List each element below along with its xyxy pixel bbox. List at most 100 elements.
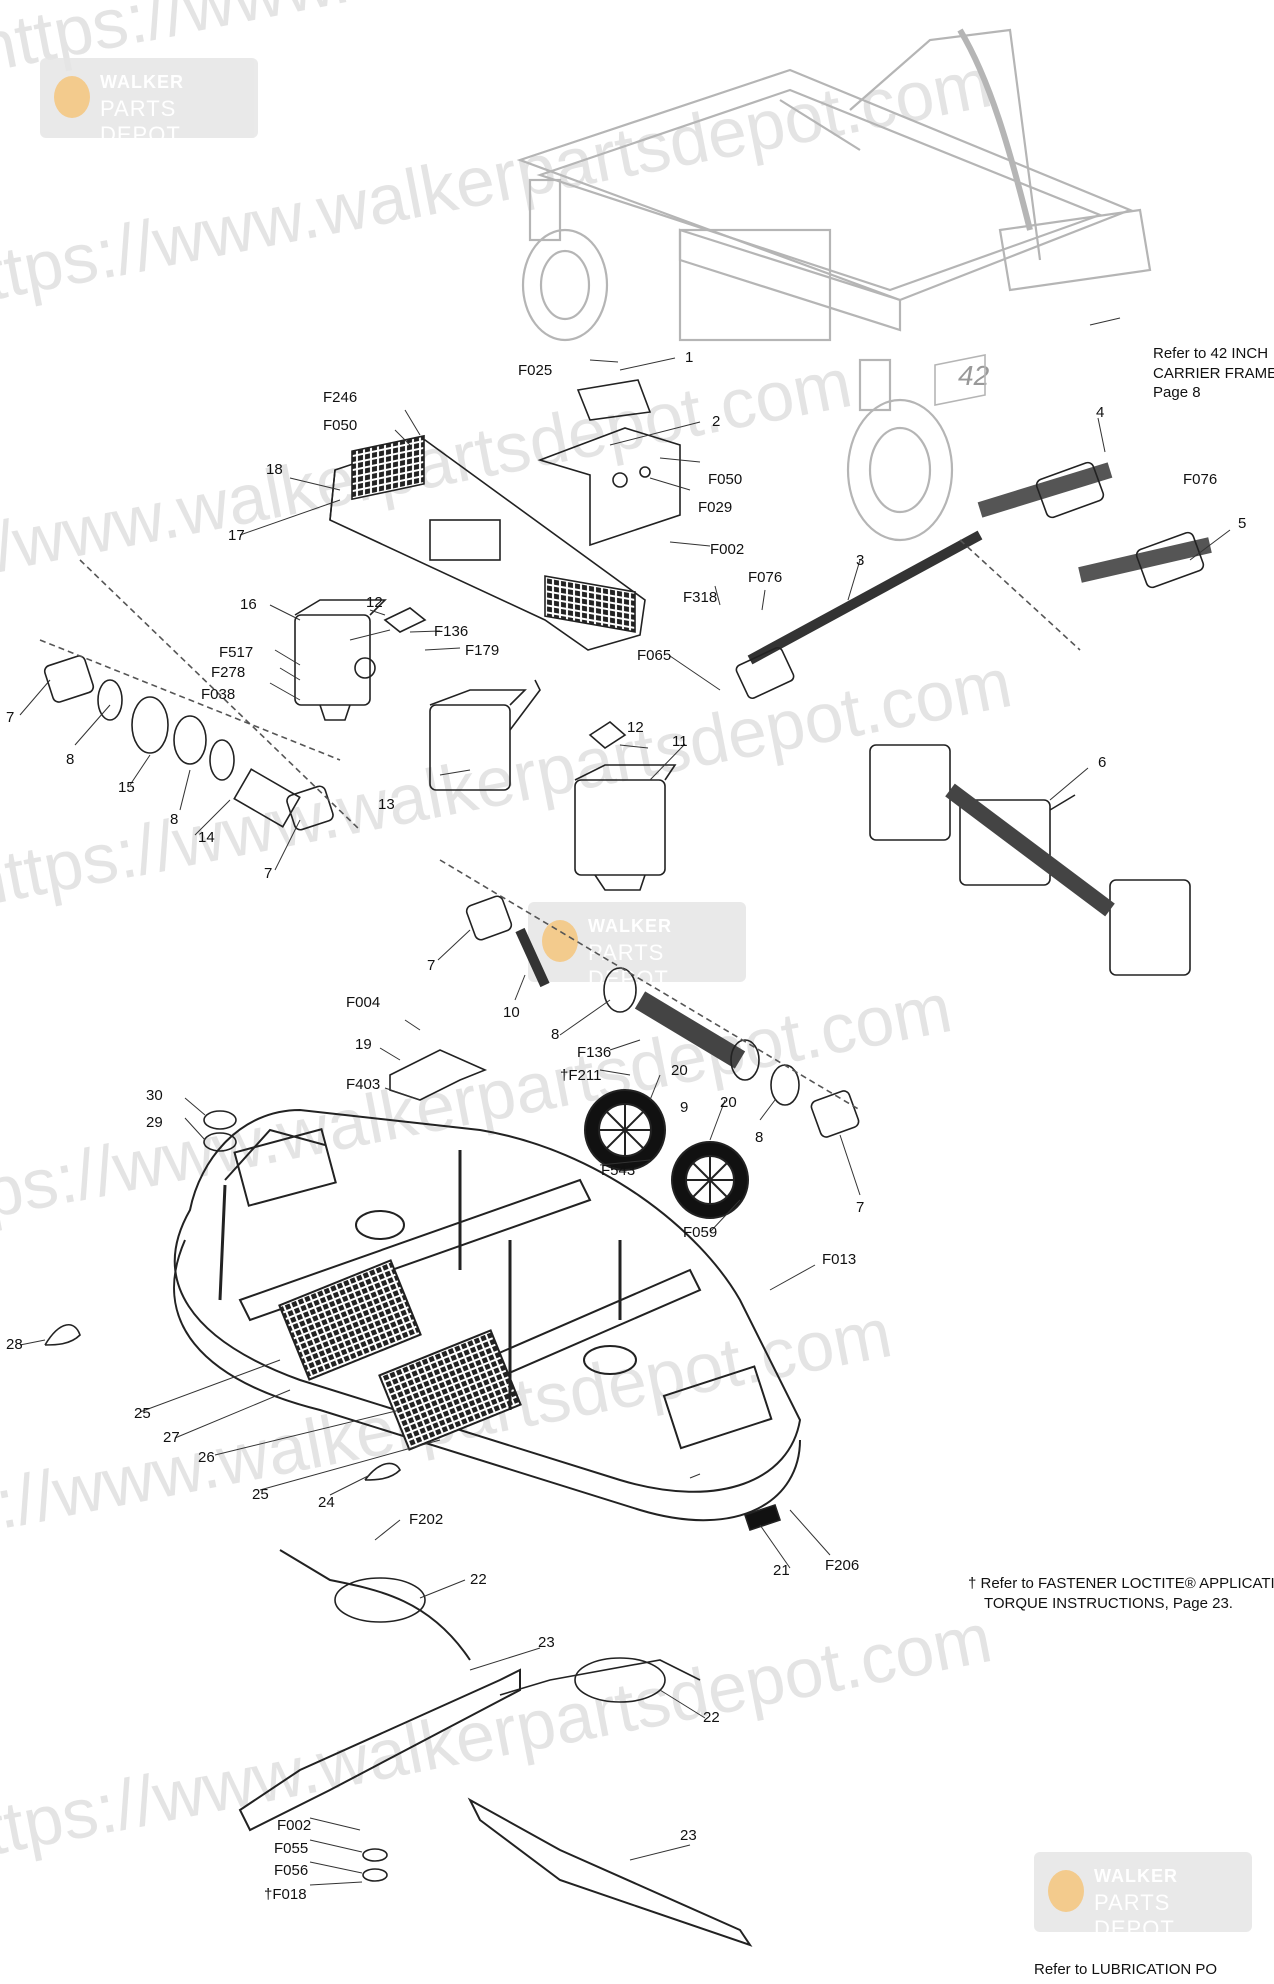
walker-logo-icon: [1048, 1870, 1084, 1912]
callout-F543: F543: [601, 1162, 636, 1179]
callout-27: 27: [163, 1429, 180, 1446]
callout-6: 6: [1098, 754, 1107, 771]
callout-24: 24: [318, 1494, 335, 1511]
callout-12: 12: [627, 719, 644, 736]
callout-25: 25: [252, 1486, 269, 1503]
part-16-gearbox: [294, 599, 387, 721]
callout-F059: F059: [683, 1224, 718, 1241]
callout-8: 8: [755, 1129, 764, 1146]
badge-line2: PARTS DEPOT: [1094, 1890, 1175, 1941]
callout-F002: F002: [710, 541, 745, 558]
callout-16: 16: [240, 596, 257, 613]
note-line: CARRIER FRAME A: [1153, 364, 1274, 382]
callout-22: 22: [703, 1709, 720, 1726]
callout-12: 12: [366, 594, 383, 611]
mower-deck: [173, 1108, 802, 1522]
callout-17: 17: [228, 527, 245, 544]
callout-F013: F013: [822, 1251, 857, 1268]
badge-line2: PARTS DEPOT: [588, 940, 669, 991]
callout-F278: F278: [211, 664, 246, 681]
walker-parts-depot-badge: WALKER PARTS DEPOT: [528, 902, 746, 991]
callout-30: 30: [146, 1087, 163, 1104]
callout-F018: †F018: [264, 1886, 307, 1903]
walker-parts-depot-badge: WALKER PARTS DEPOT: [40, 58, 258, 147]
refer-carrier-frame-note: Refer to 42 INCH CARRIER FRAME A Page 8: [1153, 344, 1274, 403]
lubrication-note: Refer to LUBRICATION PO: [1034, 1961, 1218, 1978]
part-17-gearbox-cover: [329, 434, 646, 651]
callout-20: 20: [671, 1062, 688, 1079]
callout-F403: F403: [346, 1076, 381, 1093]
callout-F246: F246: [323, 389, 358, 406]
callout-F050: F050: [708, 471, 743, 488]
callout-F025: F025: [518, 362, 553, 379]
callout-20: 20: [720, 1094, 737, 1111]
callout-4: 4: [1096, 404, 1105, 421]
callout-F055: F055: [274, 1840, 309, 1857]
part-6-gearbox-assembly: [869, 744, 1191, 976]
badge-line1: WALKER: [100, 72, 184, 92]
callout-F517: F517: [219, 644, 254, 661]
badge-line2: PARTS DEPOT: [100, 96, 181, 147]
callout-7: 7: [6, 709, 15, 726]
callout-19: 19: [355, 1036, 372, 1053]
callout-7: 7: [856, 1199, 865, 1216]
callout-23: 23: [680, 1827, 697, 1844]
callout-F076: F076: [748, 569, 783, 586]
part-19-bracket: [389, 1049, 488, 1101]
torque-instructions-note: † Refer to FASTENER LOCTITE® APPLICATION…: [968, 1574, 1274, 1613]
part-11-gearbox: [574, 764, 677, 891]
callout-F050: F050: [323, 417, 358, 434]
callout-14: 14: [198, 829, 215, 846]
walker-parts-depot-badge: WALKER PARTS DEPOT: [1034, 1852, 1252, 1941]
callout-15: 15: [118, 779, 135, 796]
badge-line1: WALKER: [1094, 1866, 1178, 1886]
callout-3: 3: [856, 552, 865, 569]
callout-9: 9: [680, 1099, 689, 1116]
callout-8: 8: [170, 811, 179, 828]
callout-28: 28: [6, 1336, 23, 1353]
callout-F136: F136: [577, 1044, 612, 1061]
callout-26: 26: [198, 1449, 215, 1466]
callout-F318: F318: [683, 589, 718, 606]
callout-F065: F065: [637, 647, 672, 664]
callout-11: 11: [672, 733, 688, 750]
part-2-bracket: [537, 427, 681, 547]
part-1-plate: [576, 379, 652, 421]
note-line: Refer to 42 INCH: [1153, 345, 1269, 362]
callout-23: 23: [538, 1634, 555, 1651]
callout-2: 2: [712, 413, 721, 430]
callout-29: 29: [146, 1114, 163, 1131]
carrier-frame: [516, 28, 1152, 542]
note-line: TORQUE INSTRUCTIONS, Page 23.: [984, 1594, 1233, 1612]
callout-F136: F136: [434, 623, 469, 640]
callout-F206: F206: [825, 1557, 860, 1574]
callout-F076: F076: [1183, 471, 1218, 488]
callout-5: 5: [1238, 515, 1247, 532]
callout-8: 8: [551, 1026, 560, 1043]
callout-F179: F179: [465, 642, 500, 659]
callout-F002: F002: [277, 1817, 312, 1834]
callout-25: 25: [134, 1405, 151, 1422]
note-line: † Refer to FASTENER LOCTITE® APPLICATION: [968, 1575, 1274, 1592]
callout-F202: F202: [409, 1511, 444, 1528]
callout-F056: F056: [274, 1862, 309, 1879]
badge-line1: WALKER: [588, 916, 672, 936]
callout-18: 18: [266, 461, 283, 478]
part-20-pulleys: [584, 1089, 749, 1219]
callout-F211: †F211: [560, 1067, 602, 1084]
callout-7: 7: [264, 865, 273, 882]
callout-13: 13: [378, 796, 395, 813]
walker-logo-icon: [54, 76, 90, 118]
callout-F038: F038: [201, 686, 236, 703]
walker-logo-icon: [542, 920, 578, 962]
callout-22: 22: [470, 1571, 487, 1588]
callout-1: 1: [685, 349, 694, 366]
callout-8: 8: [66, 751, 75, 768]
callout-7: 7: [427, 957, 436, 974]
part-13-gearbox: [429, 679, 541, 791]
callout-F004: F004: [346, 994, 381, 1011]
callout-10: 10: [503, 1004, 520, 1021]
note-line: Page 8: [1153, 384, 1201, 401]
